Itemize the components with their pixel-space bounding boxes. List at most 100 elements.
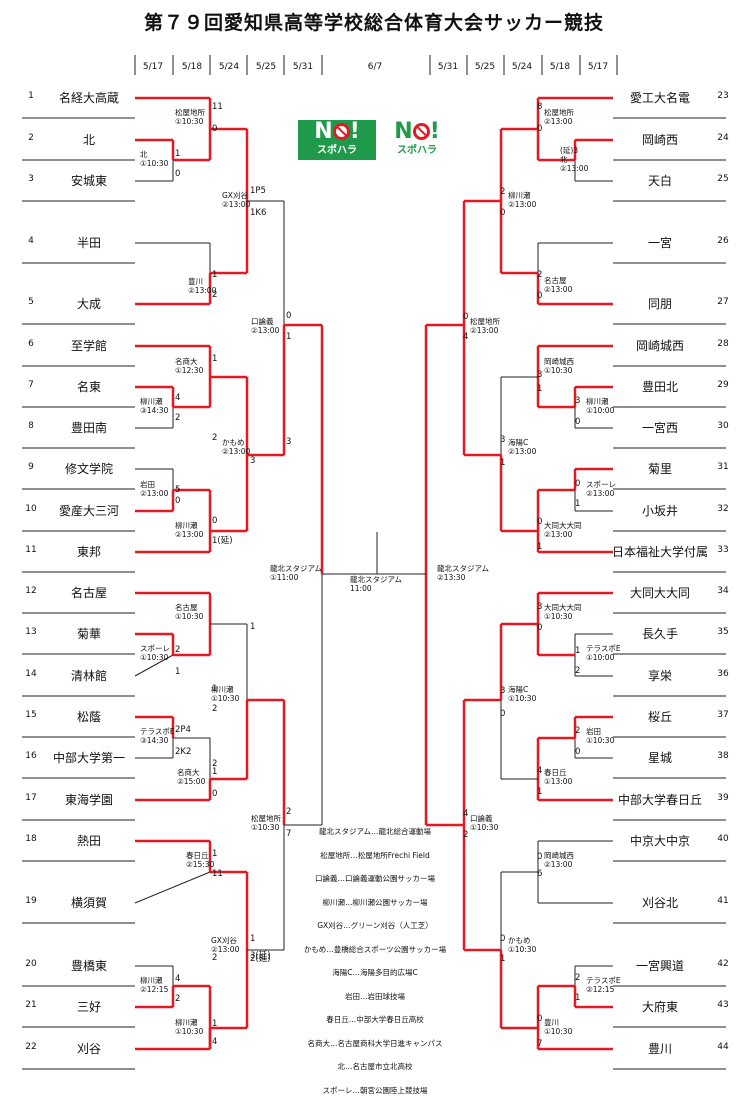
team-number: 18 bbox=[25, 834, 37, 844]
date-label: 5/25 bbox=[255, 62, 277, 72]
team-number: 3 bbox=[28, 174, 34, 184]
team-name: 清林館 bbox=[70, 669, 107, 683]
match-score: 0 bbox=[537, 623, 543, 633]
team-name: 名東 bbox=[76, 380, 101, 394]
match-score: 0 bbox=[212, 124, 218, 134]
match-score: 8 bbox=[537, 102, 543, 112]
match-score: 11 bbox=[212, 102, 223, 112]
match-score: 6 bbox=[537, 869, 543, 879]
venue-legend-item: かもめ…豊橋総合スポーツ公園サッカー場 bbox=[303, 944, 447, 954]
match-score: 2 bbox=[212, 290, 218, 300]
team-number: 23 bbox=[717, 91, 729, 101]
venue-legend-item: GX刈谷…グリーン刈谷（人工芝） bbox=[317, 921, 433, 930]
team-name: 享栄 bbox=[647, 669, 672, 683]
match-score: 4 bbox=[463, 332, 469, 342]
bracket-line bbox=[134, 871, 211, 904]
match-score: 4 bbox=[537, 766, 543, 776]
team-number: 8 bbox=[28, 421, 34, 431]
team-number: 4 bbox=[28, 236, 34, 246]
team-number: 40 bbox=[717, 834, 729, 844]
match-score: 1 bbox=[212, 849, 218, 859]
team-number: 38 bbox=[717, 751, 729, 761]
venue-legend-item: スポーレ…朝宮公園陸上競技場 bbox=[322, 1085, 428, 1095]
team-number: 37 bbox=[717, 710, 729, 720]
match-score: 2 bbox=[175, 994, 181, 1004]
match-venue-time: 松屋地所 ②13:00 bbox=[470, 317, 500, 335]
match-score: 1 bbox=[212, 767, 218, 777]
team-name: 三好 bbox=[76, 1000, 101, 1014]
date-label: 5/17 bbox=[587, 62, 609, 72]
team-name: 大同大大同 bbox=[629, 586, 690, 600]
date-label: 5/31 bbox=[437, 62, 459, 72]
match-score: 0 bbox=[537, 1014, 543, 1024]
team-number: 7 bbox=[28, 380, 34, 390]
team-number: 20 bbox=[25, 959, 37, 969]
team-number: 2 bbox=[28, 133, 34, 143]
team-number: 15 bbox=[25, 710, 37, 720]
venue-legend-item: 北…名古屋市立北高校 bbox=[337, 1062, 413, 1071]
match-score: 2 bbox=[575, 666, 581, 676]
match-score: 0 bbox=[537, 124, 543, 134]
match-score: 1 bbox=[212, 1019, 218, 1029]
match-venue-time: 口論義 ①10:30 bbox=[470, 814, 499, 832]
match-score: 2 bbox=[212, 704, 218, 714]
team-name: 愛工大名電 bbox=[629, 91, 690, 105]
venue-legend-item: 海陽C…海陽多目的広場C bbox=[332, 968, 418, 977]
team-name: 愛産大三河 bbox=[58, 504, 119, 518]
prohibition-icon bbox=[332, 123, 350, 140]
team-number: 13 bbox=[25, 627, 37, 637]
team-name: 中部大学春日丘 bbox=[617, 793, 702, 807]
match-venue-time: 口論義 ②13:00 bbox=[251, 317, 280, 335]
match-venue-time: (延)3 北 ②13:00 bbox=[560, 146, 589, 173]
match-venue-time: GX刈谷 ②13:00 bbox=[211, 936, 240, 954]
team-number: 11 bbox=[25, 545, 37, 555]
match-score: 2 bbox=[575, 973, 581, 983]
match-score: 2 bbox=[575, 726, 581, 736]
match-score: 1 bbox=[286, 332, 292, 342]
match-score: 7 bbox=[537, 1039, 543, 1049]
team-name: 一宮興道 bbox=[635, 959, 684, 973]
match-score: 3 bbox=[250, 456, 256, 466]
venue-legend-item: 柳川瀬…柳川瀬公園サッカー場 bbox=[322, 897, 428, 907]
match-score: 0 bbox=[463, 312, 469, 322]
match-score: 2(延) bbox=[250, 954, 271, 964]
match-score: 0 bbox=[175, 169, 181, 179]
match-venue-time: テラスポE ③14:30 bbox=[140, 727, 175, 745]
match-score: 0 bbox=[500, 709, 506, 719]
match-venue-time: かもめ ①10:30 bbox=[508, 936, 537, 954]
match-venue-time: GX刈谷 ②13:00 bbox=[222, 191, 251, 209]
match-venue-time: 龍北スタジアム ①11:00 bbox=[270, 564, 322, 582]
match-venue-time: 豊川 ①10:30 bbox=[544, 1018, 573, 1036]
team-name: 菊華 bbox=[76, 627, 101, 641]
match-score: 3 bbox=[286, 437, 292, 447]
match-venue-time: テラスポE ①10:00 bbox=[586, 644, 621, 662]
match-score: 2K2 bbox=[175, 747, 192, 757]
page-title: 第７９回愛知県高等学校総合体育大会サッカー競技 bbox=[143, 12, 604, 34]
match-score: 1 bbox=[175, 667, 181, 677]
match-score: 1 bbox=[537, 542, 543, 552]
match-score: 1 bbox=[537, 787, 543, 797]
match-venue-time: テラスポE ②12:15 bbox=[586, 976, 621, 994]
team-number: 43 bbox=[717, 1000, 729, 1010]
logo-letter: N bbox=[394, 119, 413, 144]
match-venue-time: 大同大大同 ①10:30 bbox=[544, 603, 582, 621]
match-score: 1P5 bbox=[250, 186, 266, 196]
logo-letter: N bbox=[314, 119, 333, 144]
team-number: 6 bbox=[28, 339, 34, 349]
match-score: 1 bbox=[500, 458, 506, 468]
match-score: 2 bbox=[463, 830, 469, 840]
match-score: 0 bbox=[537, 852, 543, 862]
match-venue-time: かもめ ②13:00 bbox=[222, 438, 251, 456]
team-name: 岡崎西 bbox=[641, 133, 678, 147]
team-number: 42 bbox=[717, 959, 729, 969]
team-number: 35 bbox=[717, 627, 729, 637]
team-number: 34 bbox=[717, 586, 729, 596]
match-venue-time: 松屋地所 ②13:00 bbox=[544, 108, 574, 126]
match-score: 1 bbox=[250, 934, 256, 944]
match-score: 0 bbox=[212, 789, 218, 799]
match-score: 1 bbox=[250, 622, 256, 632]
match-score: 1 bbox=[537, 384, 543, 394]
match-venue-time: 岩田 ①10:30 bbox=[586, 727, 615, 745]
date-label-final: 6/7 bbox=[367, 62, 383, 72]
team-number: 30 bbox=[717, 421, 729, 431]
